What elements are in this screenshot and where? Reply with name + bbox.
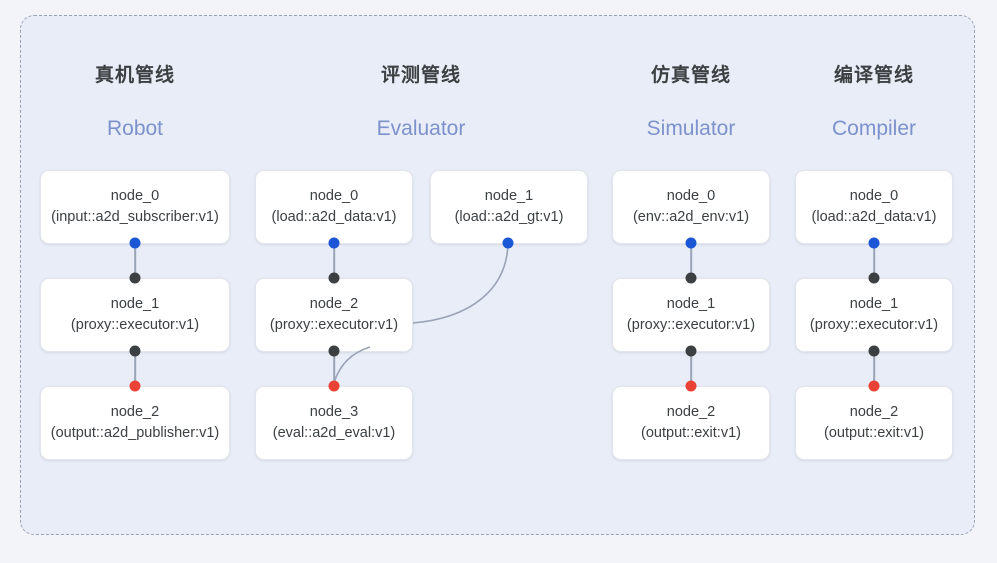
port-input-robot-2[interactable]	[129, 380, 141, 392]
node-compiler-2[interactable]: node_2 (output::exit:v1)	[795, 386, 953, 460]
node-spec: (output::exit:v1)	[824, 425, 924, 441]
node-spec: (proxy::executor:v1)	[809, 317, 939, 333]
node-name: node_2	[849, 403, 899, 420]
port-input-evaluator-2[interactable]	[328, 272, 340, 284]
node-name: node_0	[849, 187, 899, 204]
node-simulator-0[interactable]: node_0 (env::a2d_env:v1)	[612, 170, 770, 244]
node-name: node_3	[309, 403, 359, 420]
node-name: node_2	[110, 403, 160, 420]
node-robot-1[interactable]: node_1 (proxy::executor:v1)	[40, 278, 230, 352]
edge-compiler-0-to-1	[873, 243, 875, 278]
node-spec: (output::exit:v1)	[641, 425, 741, 441]
node-spec: (proxy::executor:v1)	[626, 317, 756, 333]
node-compiler-1[interactable]: node_1 (proxy::executor:v1)	[795, 278, 953, 352]
edge-simulator-0-to-1	[690, 243, 692, 278]
node-spec: (input::a2d_subscriber:v1)	[51, 209, 219, 225]
port-output-robot-1[interactable]	[129, 345, 141, 357]
node-name: node_1	[849, 295, 899, 312]
port-output-robot-0[interactable]	[129, 237, 141, 249]
port-output-simulator-0[interactable]	[685, 237, 697, 249]
node-spec: (proxy::executor:v1)	[70, 317, 200, 333]
port-output-compiler-0[interactable]	[868, 237, 880, 249]
node-spec: (load::a2d_data:v1)	[811, 209, 937, 225]
node-spec: (load::a2d_gt:v1)	[454, 209, 564, 225]
node-name: node_1	[110, 295, 160, 312]
node-simulator-1[interactable]: node_1 (proxy::executor:v1)	[612, 278, 770, 352]
edge-robot-0-to-1	[134, 243, 136, 278]
edge-evaluator-0-to-2	[333, 243, 335, 278]
port-input-compiler-2[interactable]	[868, 380, 880, 392]
node-robot-2[interactable]: node_2 (output::a2d_publisher:v1)	[40, 386, 230, 460]
node-name: node_1	[666, 295, 716, 312]
node-evaluator-1[interactable]: node_1 (load::a2d_gt:v1)	[430, 170, 588, 244]
port-output-evaluator-1[interactable]	[502, 237, 514, 249]
node-spec: (load::a2d_data:v1)	[271, 209, 397, 225]
edge-robot-1-to-2	[134, 351, 136, 386]
port-input-simulator-2[interactable]	[685, 380, 697, 392]
node-spec: (env::a2d_env:v1)	[632, 209, 750, 225]
node-spec: (eval::a2d_eval:v1)	[272, 425, 396, 441]
port-output-evaluator-2[interactable]	[328, 345, 340, 357]
edge-compiler-1-to-2	[873, 351, 875, 386]
port-output-evaluator-0[interactable]	[328, 237, 340, 249]
port-input-compiler-1[interactable]	[868, 272, 880, 284]
node-name: node_0	[666, 187, 716, 204]
node-name: node_0	[309, 187, 359, 204]
edge-simulator-1-to-2	[690, 351, 692, 386]
port-input-robot-1[interactable]	[129, 272, 141, 284]
node-compiler-0[interactable]: node_0 (load::a2d_data:v1)	[795, 170, 953, 244]
port-output-simulator-1[interactable]	[685, 345, 697, 357]
node-name: node_2	[666, 403, 716, 420]
port-input-simulator-1[interactable]	[685, 272, 697, 284]
node-evaluator-0[interactable]: node_0 (load::a2d_data:v1)	[255, 170, 413, 244]
node-spec: (output::a2d_publisher:v1)	[50, 425, 220, 441]
node-name: node_2	[309, 295, 359, 312]
node-robot-0[interactable]: node_0 (input::a2d_subscriber:v1)	[40, 170, 230, 244]
node-simulator-2[interactable]: node_2 (output::exit:v1)	[612, 386, 770, 460]
node-spec: (proxy::executor:v1)	[269, 317, 399, 333]
node-name: node_0	[110, 187, 160, 204]
node-evaluator-3[interactable]: node_3 (eval::a2d_eval:v1)	[255, 386, 413, 460]
node-name: node_1	[484, 187, 534, 204]
port-output-compiler-1[interactable]	[868, 345, 880, 357]
node-evaluator-2[interactable]: node_2 (proxy::executor:v1)	[255, 278, 413, 352]
port-input-evaluator-3[interactable]	[328, 380, 340, 392]
